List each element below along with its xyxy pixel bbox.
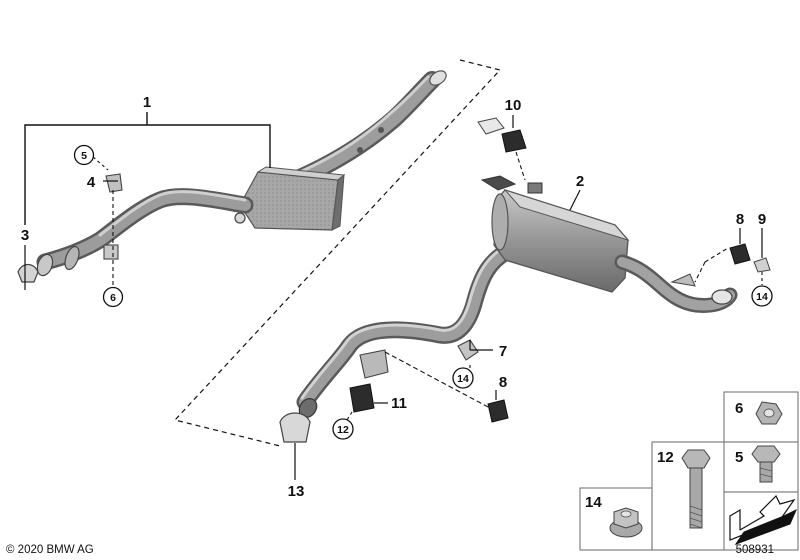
copyright-text: © 2020 BMW AG <box>6 544 94 556</box>
direction-arrow-icon <box>729 494 797 546</box>
box-label-5: 5 <box>735 449 743 466</box>
label-2: 2 <box>576 173 584 190</box>
box-label-12: 12 <box>657 449 674 466</box>
label-8-upper: 8 <box>736 211 744 228</box>
label-6-circle: 6 <box>110 292 116 304</box>
rubber-mounts <box>279 117 771 443</box>
label-3: 3 <box>21 227 29 244</box>
label-9: 9 <box>758 211 766 228</box>
label-14-circle-a: 14 <box>457 373 469 385</box>
label-14-circle-b: 14 <box>756 291 768 303</box>
box-label-14: 14 <box>585 494 602 511</box>
diagram-number: 508931 <box>736 544 774 556</box>
label-1: 1 <box>143 94 151 111</box>
label-11: 11 <box>391 395 407 412</box>
front-pipe-assembly <box>17 70 447 283</box>
label-8-lower: 8 <box>499 374 507 391</box>
box-label-6: 6 <box>735 400 743 417</box>
label-13: 13 <box>288 483 305 500</box>
label-7: 7 <box>499 343 507 360</box>
rear-silencer-assembly <box>296 175 738 418</box>
label-5-circle: 5 <box>81 150 87 162</box>
label-12-circle: 12 <box>337 424 349 436</box>
label-4: 4 <box>87 174 96 191</box>
small-parts-box: 6 12 5 14 <box>579 391 799 551</box>
label-10: 10 <box>505 97 522 114</box>
